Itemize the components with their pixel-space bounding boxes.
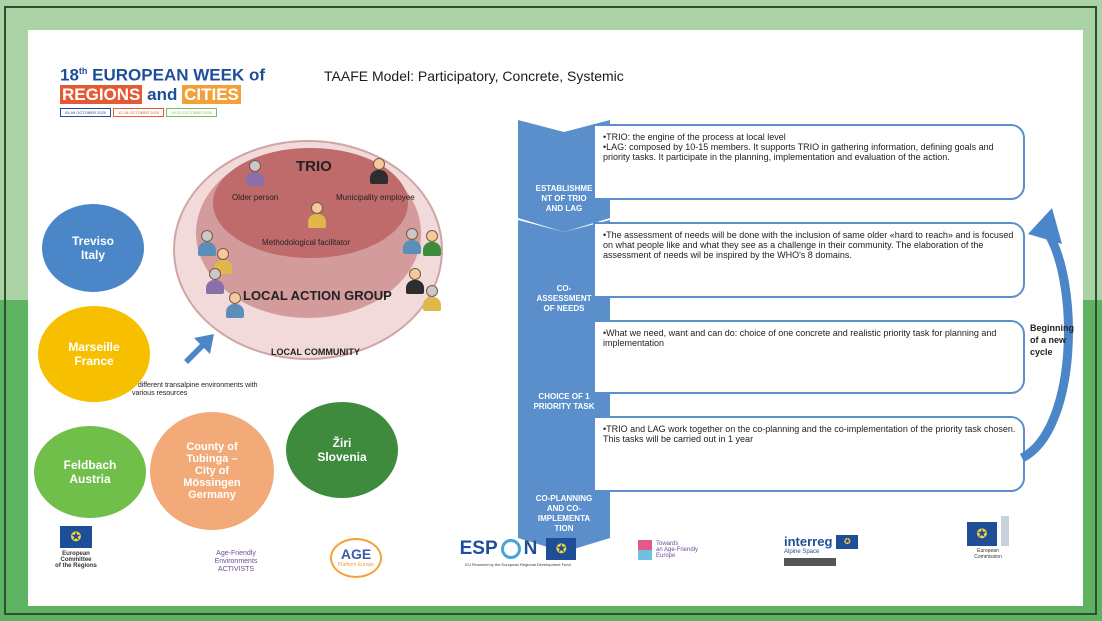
chevron-label: CO-PLANNING AND CO- IMPLEMENTA TION (535, 494, 593, 533)
site-circle-treviso: Treviso Italy (42, 204, 144, 292)
step-box-establishment: •TRIO: the engine of the process at loca… (593, 124, 1025, 200)
site-label: County of Tubinga – City of Mössingen Ge… (183, 441, 241, 501)
site-circle-marseille: Marseille France (38, 306, 150, 402)
slide: 18th EUROPEAN WEEK of REGIONS and CITIES… (28, 30, 1083, 606)
age-text: AGE (340, 546, 372, 562)
ew-title: EUROPEAN WEEK (92, 65, 245, 85)
older-person-icon (246, 160, 264, 186)
site-circle-ziri: Žiri Slovenia (286, 402, 398, 498)
local-action-group-label: LOCAL ACTION GROUP (243, 288, 392, 303)
step-box-co-assessment: •The assessment of needs will be done wi… (593, 222, 1025, 298)
interreg-text: interreg (784, 534, 833, 549)
step-text: •TRIO: the engine of the process at loca… (603, 132, 786, 142)
cor-logo: ✪ European Committee of the Regions (46, 526, 106, 569)
chevron-label: ESTABLISHME NT OF TRIO AND LAG (535, 184, 593, 213)
facilitator-label: Methodological facilitator (262, 238, 351, 247)
commission-logo: ✪ European Commission (958, 516, 1018, 560)
step-text: •TRIO and LAG work together on the co-pl… (603, 424, 1016, 444)
towards-logo: Towards an Age-Friendly Europe (638, 540, 718, 560)
local-community-label: LOCAL COMMUNITY (271, 347, 360, 357)
towards-mark-icon (638, 540, 652, 560)
site-label: Žiri Slovenia (317, 436, 367, 464)
person-icon (206, 268, 224, 294)
person-icon (226, 292, 244, 318)
person-icon (198, 230, 216, 256)
trio-label: TRIO (296, 158, 332, 175)
municipality-employee-label: Municipality employee (336, 193, 415, 202)
step-box-co-planning: •TRIO and LAG work together on the co-pl… (593, 416, 1025, 492)
site-circle-mossingen: County of Tubinga – City of Mössingen Ge… (150, 412, 274, 530)
eu-flag-icon: ✪ (836, 534, 859, 549)
step-text: •What we need, want and can do: choice o… (603, 328, 997, 348)
municipality-employee-icon (370, 158, 388, 184)
ew-of: of (248, 65, 266, 85)
person-icon (423, 285, 441, 311)
step-text: •LAG: composed by 10-15 members. It supp… (603, 142, 994, 162)
age-logo: AGE Platform Europe (330, 538, 382, 578)
up-right-arrow-icon (184, 334, 214, 364)
ew-cities: CITIES (182, 84, 241, 104)
towards-text: Towards an Age-Friendly Europe (656, 541, 699, 559)
ew-and: and (147, 84, 178, 104)
building-icon (1001, 516, 1009, 546)
environments-note: 5 different transalpine environments wit… (132, 382, 258, 397)
slide-title: TAAFE Model: Participatory, Concrete, Sy… (324, 68, 624, 84)
ew-date: 05-09 OCTOBER 2020 (60, 107, 112, 117)
eu-flag-icon: ✪ (546, 538, 577, 560)
european-week-logo: 18th EUROPEAN WEEK of REGIONS and CITIES… (60, 62, 265, 117)
interreg-bar (784, 558, 836, 566)
chevron-label: CHOICE OF 1 PRIORITY TASK (533, 392, 595, 411)
site-label: Treviso Italy (71, 234, 115, 262)
ew-regions: REGIONS (60, 84, 143, 104)
person-icon (403, 228, 421, 254)
afe-text: Age-Friendly Environments ACTIVISTS (214, 550, 258, 573)
age-sub: Platform Europe (337, 562, 375, 568)
commission-text: European Commission (974, 548, 1002, 560)
cycle-arrow-icon (1019, 208, 1073, 463)
slide-frame (4, 6, 1097, 615)
ew-date: 19-22 OCTOBER 2020 (166, 107, 218, 117)
eu-flag-icon: ✪ (60, 526, 92, 548)
older-person-label: Older person (232, 193, 279, 202)
facilitator-icon (308, 202, 326, 228)
ew-date: 12-16 OCTOBER 2020 (113, 107, 165, 117)
interreg-sub: Alpine Space (784, 549, 820, 555)
chevron-label: CO- ASSESSMENT OF NEEDS (536, 284, 592, 313)
cor-text: European Committee of the Regions (55, 551, 97, 569)
site-circle-feldbach: Feldbach Austria (34, 426, 146, 518)
espon-o-icon (500, 539, 521, 559)
ew-number: 18 (60, 65, 79, 85)
step-text: •The assessment of needs will be done wi… (603, 230, 1014, 260)
eu-flag-icon: ✪ (967, 522, 997, 546)
espon-sub: EU Financed by the European Regional Dev… (465, 562, 571, 567)
espon-logo: ESP N ✪ EU Financed by the European Regi… (448, 538, 588, 567)
site-label: Marseille France (68, 340, 120, 368)
site-label: Feldbach Austria (63, 458, 117, 486)
cycle-label: Beginning of a new cycle (1030, 323, 1074, 357)
step-box-choice-priority: •What we need, want and can do: choice o… (593, 320, 1025, 394)
interreg-logo: interreg ✪ Alpine Space (784, 534, 874, 566)
espon-text: ESP (459, 538, 498, 559)
afe-logo: Age-Friendly Environments ACTIVISTS (200, 542, 272, 574)
ew-suffix: th (78, 66, 88, 76)
espon-n: N (523, 538, 538, 559)
person-icon (423, 230, 441, 256)
person-icon (406, 268, 424, 294)
